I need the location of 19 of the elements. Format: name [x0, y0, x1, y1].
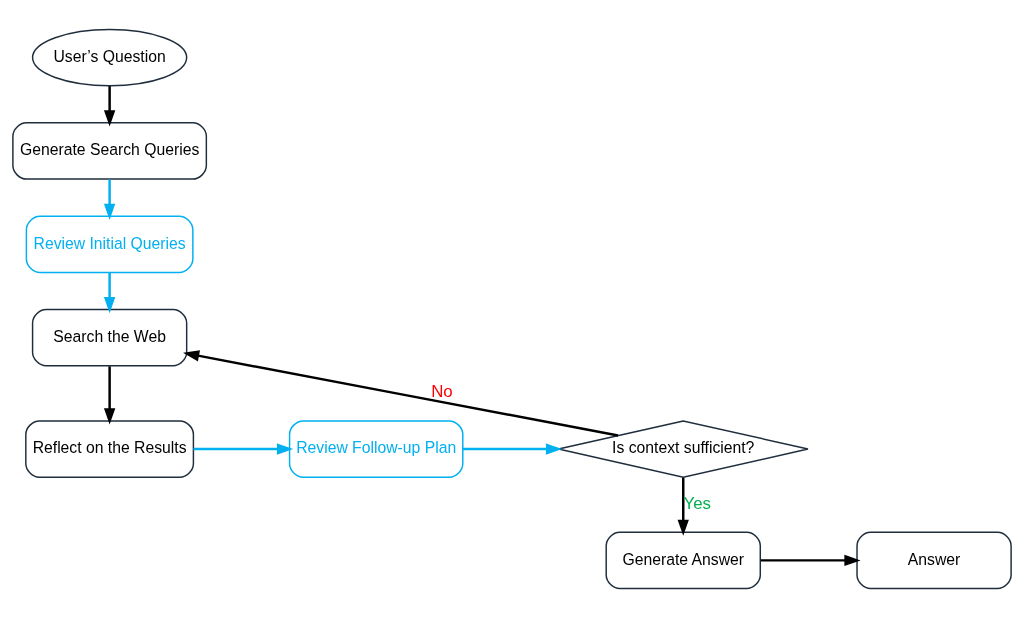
node-box: Generate Search Queries	[12, 122, 208, 180]
node-box: Reflect on the Results	[25, 420, 195, 478]
arrow	[760, 554, 861, 567]
arrow	[103, 272, 116, 314]
arrow	[103, 179, 116, 220]
arrow	[183, 350, 619, 437]
node-box: Generate Answer	[605, 531, 761, 590]
edge-label: No	[431, 382, 453, 402]
node-box: Review Initial Queries	[25, 215, 194, 274]
node-box: Search the Web	[31, 308, 188, 367]
arrow	[103, 86, 116, 127]
node-ellipse: User’s Question	[31, 28, 188, 87]
node-box: Answer	[856, 531, 1012, 590]
arrow	[462, 443, 563, 455]
arrow	[677, 477, 689, 536]
arrow	[193, 443, 294, 455]
node-box: Review Follow-up Plan	[288, 420, 464, 478]
edge-label: Yes	[683, 493, 712, 513]
arrow	[103, 366, 116, 425]
